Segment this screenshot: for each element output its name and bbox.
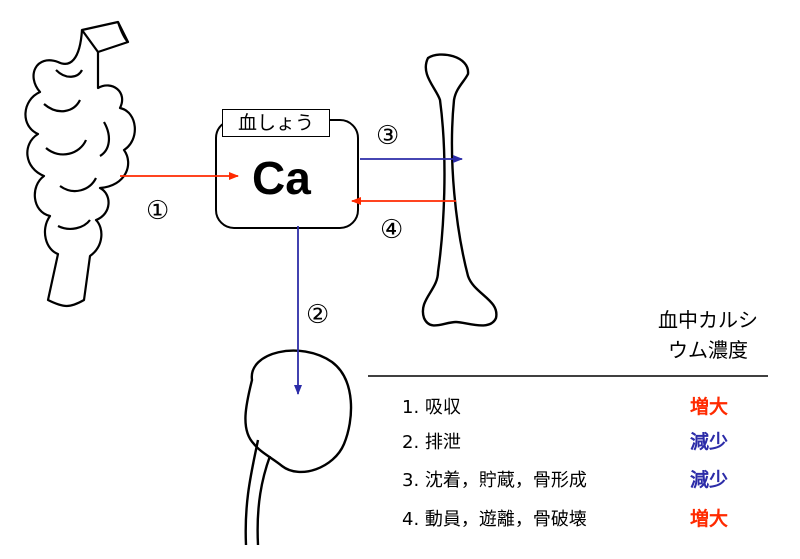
table-row-process: 4. 動員，遊離，骨破壊 [402,509,587,530]
table-row-effect: 増大 [690,396,729,418]
route-2-label: ② [306,300,330,330]
table-header-line2: ウム濃度 [668,338,748,362]
table-row-process: 3. 沈着，貯蔵，骨形成 [402,470,587,491]
route-4-label: ④ [380,215,404,245]
table-row-effect: 増大 [690,508,729,530]
table-row-process: 2. 排泄 [402,432,461,453]
table-header-line1: 血中カルシ [658,308,758,332]
table-row-effect: 減少 [690,431,729,453]
plasma-label: 血しょう [222,109,330,137]
intestine-drawing [24,20,136,308]
bone-drawing [421,53,498,327]
table-row-effect: 減少 [690,469,729,491]
calcium-label: Ca [252,152,311,204]
table-row-process: 1. 吸収 [402,397,461,418]
route-1-label: ① [146,196,170,226]
kidney-drawing [244,349,353,546]
route-3-label: ③ [376,121,400,151]
